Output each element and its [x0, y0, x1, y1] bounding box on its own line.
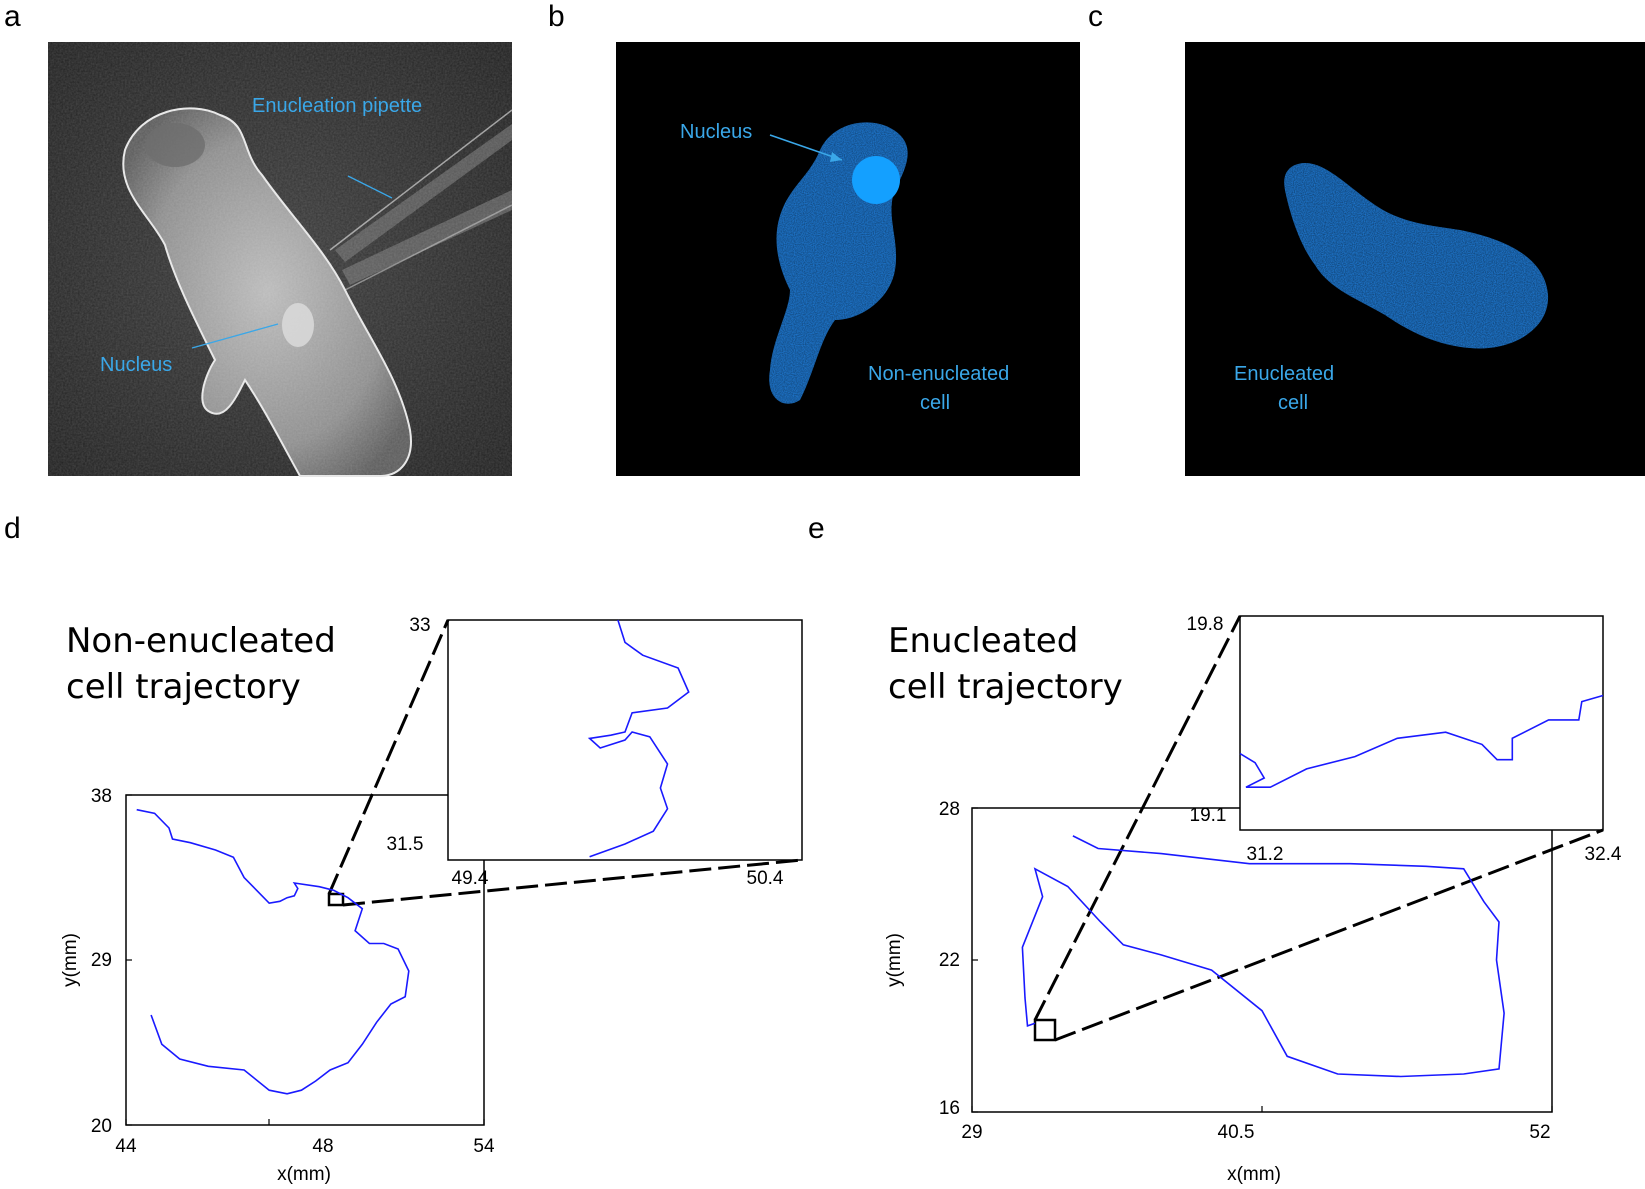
plot-e-inset-xtick-32.4: 32.4 — [1585, 844, 1622, 865]
nucleus-arrow-a — [191, 323, 279, 349]
plot-d-inset-ytick-33: 33 — [409, 615, 430, 636]
plot-e-title-line2: cell trajectory — [888, 667, 1123, 707]
plot-d-inset-xtick-49.4: 49.4 — [452, 868, 489, 889]
plot-e-inset-xtick-31.2: 31.2 — [1247, 844, 1284, 865]
plot-d-connector-top — [327, 619, 450, 895]
plot-d-xlabel: x(mm) — [277, 1164, 331, 1185]
plot-d-xtick-54: 54 — [473, 1136, 495, 1157]
plot-e-zoom-box — [1033, 1018, 1057, 1042]
plot-e-xtick-52: 52 — [1529, 1122, 1550, 1143]
plot-d-inset-ytick-31.5: 31.5 — [387, 834, 424, 855]
plot-d-ytick-29: 29 — [91, 950, 112, 971]
plot-d-title-line2: cell trajectory — [66, 667, 301, 707]
plot-d-xtick-48: 48 — [312, 1136, 333, 1157]
plot-d-inset-trajectory — [587, 619, 690, 858]
plot-e-ytick-16: 16 — [939, 1098, 960, 1119]
plot-d-xtick-44: 44 — [115, 1136, 137, 1157]
plot-d-connector-bottom — [342, 858, 803, 907]
nucleus-blob — [282, 303, 314, 347]
panel-a-micrograph: Enucleation pipette Nucleus — [48, 42, 513, 477]
panel-letter-e: e — [808, 512, 825, 545]
nucleus-arrow-b — [769, 134, 843, 161]
plot-d-ylabel: y(mm) — [60, 933, 81, 987]
plot-e-connector-top — [1033, 615, 1242, 1021]
plot-d-main-frame — [125, 794, 485, 1126]
panel-e-plot: Enucleated cell trajectory 29 40.5 52 16… — [884, 614, 1622, 1185]
panel-c-fluorescence: Enucleated cell — [1185, 42, 1645, 476]
nucleus-label-b: Nucleus — [680, 121, 752, 143]
plot-e-main-trajectory — [1021, 835, 1505, 1078]
panel-d-plot: Non-enucleated cell trajectory 44 48 54 … — [60, 615, 803, 1185]
plot-e-main-ticks — [971, 807, 1553, 1113]
plot-d-ytick-38: 38 — [91, 786, 112, 807]
panel-b-fluorescence: Nucleus Non-enucleated cell — [616, 42, 1080, 476]
plot-e-inset-ytick-19.8: 19.8 — [1187, 614, 1224, 635]
plot-d-title-line1: Non-enucleated — [66, 621, 336, 661]
pipette-label: Enucleation pipette — [252, 95, 422, 117]
panel-letter-b: b — [548, 0, 565, 33]
plot-e-title-line1: Enucleated — [888, 621, 1078, 661]
plot-d-ytick-20: 20 — [91, 1116, 112, 1137]
nucleus-dot-b — [852, 156, 900, 204]
plot-e-inset-frame — [1239, 615, 1604, 831]
plot-e-ylabel: y(mm) — [884, 933, 905, 987]
panel-letter-c: c — [1088, 0, 1103, 33]
plot-e-ytick-28: 28 — [939, 799, 960, 820]
cell-label-b-line2: cell — [920, 392, 950, 414]
panel-letter-a: a — [4, 0, 21, 33]
plot-e-xtick-40.5: 40.5 — [1218, 1122, 1255, 1143]
plot-e-xlabel: x(mm) — [1227, 1164, 1281, 1185]
plot-e-connector-bottom — [1054, 828, 1604, 1042]
plot-d-inset-xtick-50.4: 50.4 — [747, 868, 784, 889]
pipette-arrow — [347, 175, 393, 199]
plot-d-main-trajectory — [136, 808, 410, 1095]
plot-e-inset-trajectory — [1239, 694, 1604, 788]
vacuole — [145, 123, 205, 167]
plot-d-zoom-box — [327, 892, 345, 907]
cell-label-c-line2: cell — [1278, 392, 1308, 414]
panel-letter-d: d — [4, 512, 21, 545]
plot-e-ytick-22: 22 — [939, 950, 960, 971]
plot-d-main-ticks — [125, 794, 485, 1126]
nucleus-label-a: Nucleus — [100, 354, 172, 376]
cell-label-b-line1: Non-enucleated — [868, 363, 1009, 385]
cell-label-c-line1: Enucleated — [1234, 363, 1334, 385]
plot-e-inset-ytick-19.1: 19.1 — [1190, 805, 1227, 826]
plot-e-xtick-29: 29 — [961, 1122, 982, 1143]
